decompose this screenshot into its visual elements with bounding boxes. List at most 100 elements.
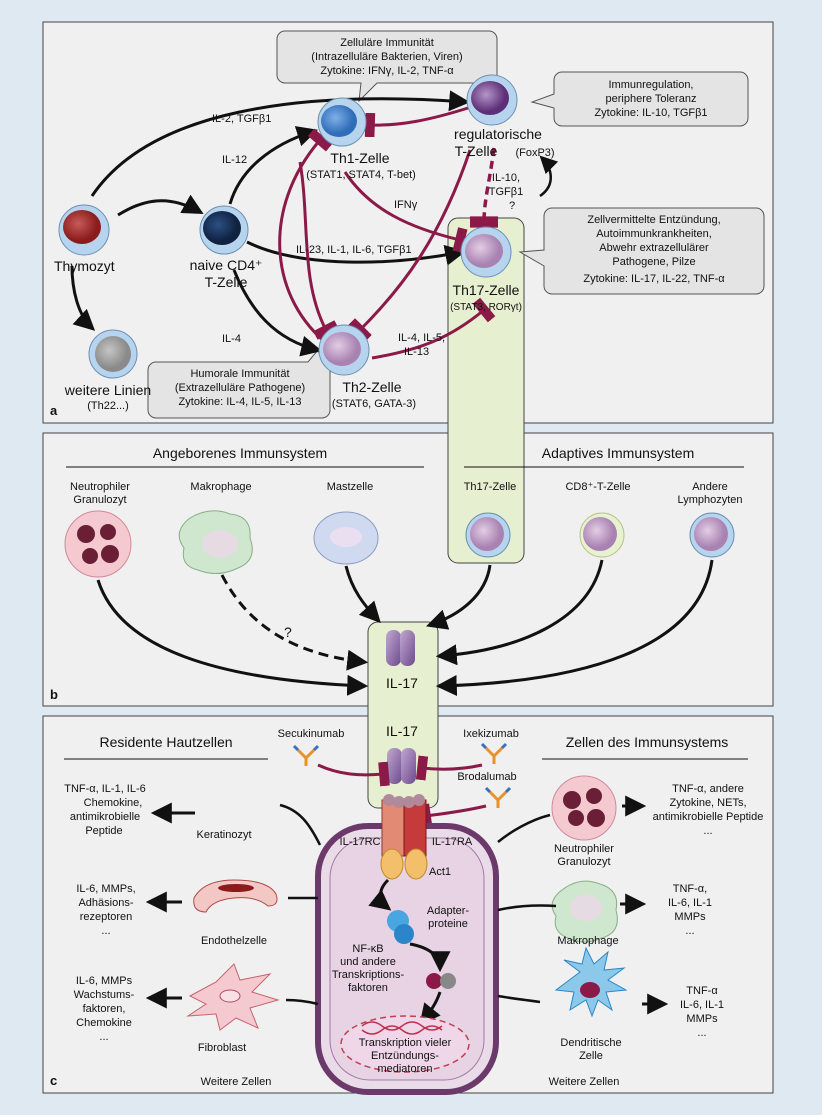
line-fibro	[285, 998, 319, 1006]
cell-b-makrophage	[178, 510, 253, 574]
cell-b-cd8	[579, 512, 625, 558]
panel-c-label: c	[50, 1073, 57, 1088]
line-neutro	[497, 813, 551, 843]
panel-b-arrows	[96, 559, 714, 697]
il17-molecule-b	[386, 630, 415, 666]
receptor-il17	[381, 794, 427, 857]
label-thymozyt: Thymozyt	[54, 258, 115, 274]
heading-immune: Zellen des Immunsystems	[566, 734, 729, 750]
label-il4513: IL-4, IL-5,IL-13	[398, 332, 445, 358]
label-b-il17: IL-17	[386, 675, 418, 691]
bubble-th1: Zelluläre Immunität(Intrazelluläre Bakte…	[276, 30, 498, 103]
il17-molecule-c	[387, 748, 416, 784]
antibody-brodalumab	[484, 786, 512, 808]
nfkb-complex	[426, 973, 456, 989]
cell-dendritische	[554, 946, 628, 1018]
cell-b-andere	[689, 512, 735, 558]
label-il12: IL-12	[222, 154, 247, 166]
cell-b-neutrophil	[64, 510, 132, 578]
label-il4: IL-4	[222, 333, 241, 345]
label-c-il17: IL-17	[386, 723, 418, 739]
antibody-secukinumab	[292, 744, 320, 766]
panel-b-label: b	[50, 687, 58, 702]
line-makro	[497, 904, 557, 912]
cell-endothelzelle	[193, 879, 278, 913]
label-act1: Act1	[429, 866, 451, 878]
label-b-cd8: CD8⁺-T-Zelle	[565, 481, 630, 493]
cell-naive-cd4	[199, 205, 249, 255]
label-il10tgf: IL-10,TGFβ1?	[489, 172, 523, 212]
heading-resident: Residente Hautzellen	[99, 734, 232, 750]
label-th2: Th2-Zelle(STAT6, GATA-3)	[332, 379, 416, 410]
label-th17: Th17-Zelle(STAT3, RORγt)	[450, 282, 522, 313]
nucleus	[340, 1015, 470, 1073]
label-fibroblast: Fibroblast	[198, 1042, 246, 1054]
label-b-question: ?	[284, 624, 292, 640]
label-il2-tgf: IL-2, TGFβ1	[212, 113, 271, 125]
label-weitere-right: Weitere Zellen	[549, 1076, 620, 1088]
label-brodalumab: Brodalumab	[457, 771, 516, 783]
label-il23: IL-23, IL-1, IL-6, TGFβ1	[296, 244, 412, 256]
label-endothelzelle: Endothelzelle	[201, 935, 267, 947]
cell-c-makrophage	[551, 880, 618, 943]
arrow-to-nfkb	[409, 942, 451, 973]
label-b-makrophage: Makrophage	[190, 481, 251, 493]
label-b-th17: Th17-Zelle	[464, 481, 517, 493]
label-c-makrophage: Makrophage	[557, 935, 618, 947]
label-weitere: weitere Linien(Th22...)	[64, 382, 151, 412]
bubble-th2: Humorale Immunität(Extrazelluläre Pathog…	[147, 348, 331, 419]
bubble-th17: Zellvermittelte Entzündung,Autoimmunkran…	[518, 207, 765, 295]
inhib-secukinumab	[317, 761, 390, 787]
cell-b-th17	[465, 512, 511, 558]
cell-th17	[460, 226, 512, 278]
cell-b-mastzelle	[313, 511, 379, 565]
act1-protein	[380, 848, 428, 880]
svg-text:Humorale Immunität(Extrazellul: Humorale Immunität(Extrazelluläre Pathog…	[175, 368, 305, 408]
panel-a-arrows	[70, 90, 559, 360]
label-il17rc: IL-17RC	[340, 836, 381, 848]
svg-text:Zelluläre Immunität(Intrazellu: Zelluläre Immunität(Intrazelluläre Bakte…	[311, 37, 462, 77]
dna-helix	[361, 1021, 443, 1035]
adapter-proteins	[387, 910, 414, 944]
cell-c-neutrophil	[551, 775, 617, 841]
line-dendri	[497, 994, 541, 1004]
cell-weitere	[88, 329, 138, 379]
label-b-mastzelle: Mastzelle	[327, 481, 373, 493]
label-ifng: IFNγ	[394, 199, 418, 211]
cell-fibroblast	[186, 963, 280, 1031]
panel-a-label: a	[50, 403, 58, 418]
label-th1: Th1-Zelle(STAT1, STAT4, T-bet)	[306, 150, 416, 181]
label-ixekizumab: Ixekizumab	[463, 728, 519, 740]
antibody-ixekizumab	[480, 742, 508, 764]
line-kera	[279, 803, 322, 846]
label-weitere-left: Weitere Zellen	[201, 1076, 272, 1088]
inhib-brodalumab	[419, 803, 487, 829]
label-endo-out: IL-6, MMPs,Adhäsions-rezeptoren...	[76, 883, 135, 937]
cell-th1	[317, 97, 367, 147]
label-adapter: Adapter-proteine	[427, 905, 470, 930]
cell-thymozyt	[58, 204, 110, 256]
label-keratinozyt: Keratinozyt	[196, 829, 251, 841]
heading-innate: Angeborenes Immunsystem	[153, 445, 327, 461]
cell-treg	[466, 74, 518, 126]
arrow-to-adapter	[368, 878, 392, 911]
svg-text:Immunregulation,periphere Tole: Immunregulation,periphere ToleranzZytoki…	[594, 79, 707, 119]
label-naive-cd4: naive CD4⁺T-Zelle	[190, 257, 263, 290]
heading-adaptive: Adaptives Immunsystem	[542, 445, 695, 461]
label-il17ra: IL-17RA	[432, 836, 473, 848]
svg-text:Zellvermittelte Entzündung,Aut: Zellvermittelte Entzündung,Autoimmunkran…	[583, 214, 725, 285]
